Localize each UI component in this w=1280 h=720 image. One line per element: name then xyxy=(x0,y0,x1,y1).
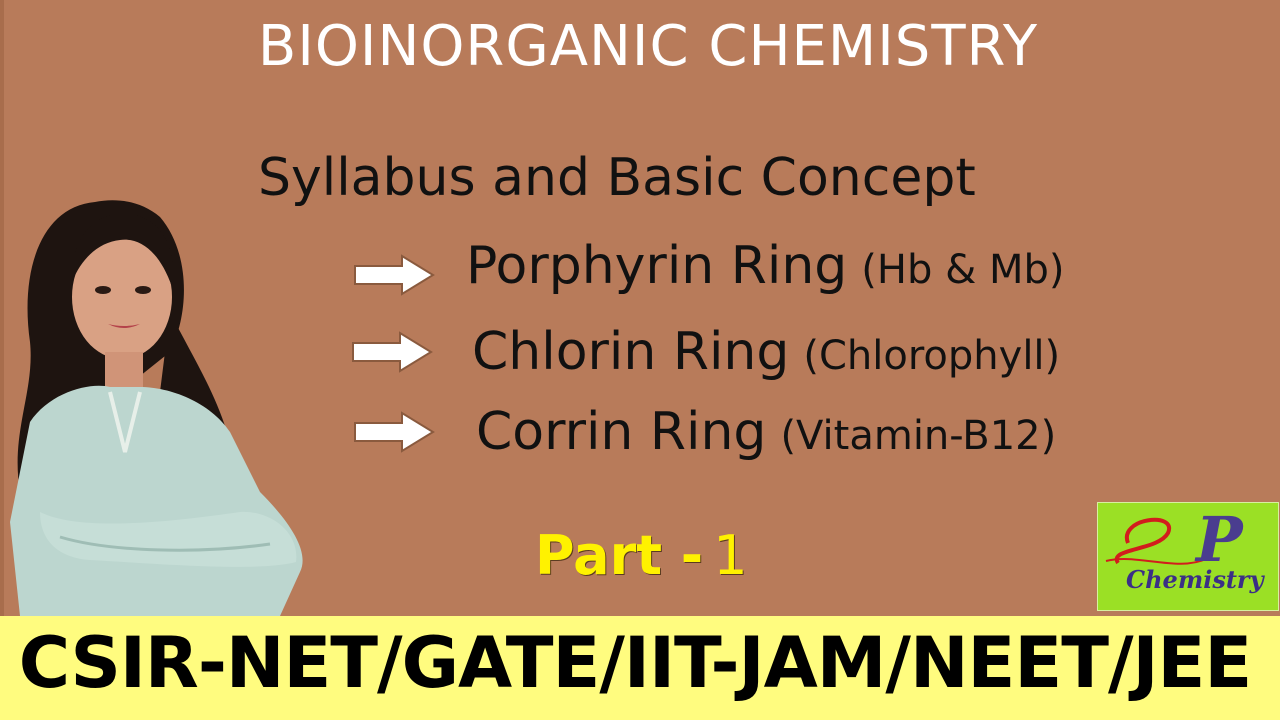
topic-detail: (Hb & Mb) xyxy=(861,247,1065,293)
topic-row: Corrin Ring (Vitamin-B12) xyxy=(476,402,1056,462)
arrow-right-icon xyxy=(354,411,435,453)
topic-detail: (Vitamin-B12) xyxy=(780,413,1057,459)
logo-graphic-icon: P xyxy=(1105,503,1245,576)
sp-chemistry-logo: P Chemistry xyxy=(1097,502,1279,611)
subtitle: Syllabus and Basic Concept xyxy=(258,148,976,208)
arrow-right-icon xyxy=(352,331,433,373)
presenter-photo xyxy=(10,200,303,616)
topic-row: Chlorin Ring (Chlorophyll) xyxy=(472,322,1060,382)
part-text: Part - xyxy=(535,524,704,587)
topic-detail: (Chlorophyll) xyxy=(803,333,1061,379)
topic-name: Chlorin Ring xyxy=(472,322,790,382)
page-title: BIOINORGANIC CHEMISTRY xyxy=(257,14,1039,79)
exam-list: CSIR-NET/GATE/IIT-JAM/NEET/JEE xyxy=(18,622,1252,704)
logo-text: Chemistry xyxy=(1126,565,1264,594)
topic-row: Porphyrin Ring (Hb & Mb) xyxy=(466,236,1065,296)
footer-bar xyxy=(0,616,1280,720)
part-number: 1 xyxy=(713,524,748,587)
topic-name: Porphyrin Ring xyxy=(466,236,848,296)
svg-text:P: P xyxy=(1194,503,1245,576)
topic-name: Corrin Ring xyxy=(476,402,767,462)
arrow-right-icon xyxy=(354,254,435,296)
part-label: Part -1 xyxy=(535,524,748,587)
left-edge-strip xyxy=(0,0,4,720)
